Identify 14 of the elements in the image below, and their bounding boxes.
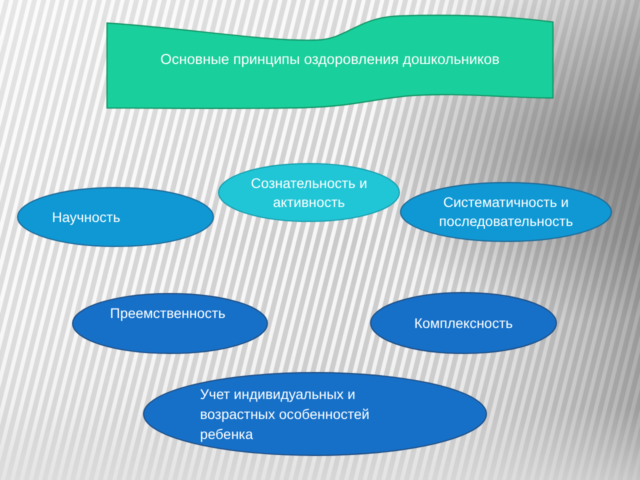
principle-ellipse [400, 182, 612, 242]
banner-title: Основные принципы оздоровления дошкольников [159, 51, 501, 70]
principle-label: Учет индивидуальных и возрастных особенностей ребенка [200, 385, 370, 444]
principle-ellipse [143, 372, 487, 456]
wave-banner [107, 12, 553, 110]
principle-label: Сознательность и активность [250, 174, 368, 212]
principle-ellipse [218, 163, 400, 222]
principle-ellipse [72, 293, 268, 354]
principle-label: Систематичность и последовательность [438, 193, 574, 231]
principle-label: Научность [52, 208, 122, 227]
principle-ellipse [17, 187, 214, 247]
principle-ellipse [370, 292, 557, 354]
principle-label: Преемственность [110, 304, 226, 323]
principle-label: Комплексность [413, 314, 514, 333]
